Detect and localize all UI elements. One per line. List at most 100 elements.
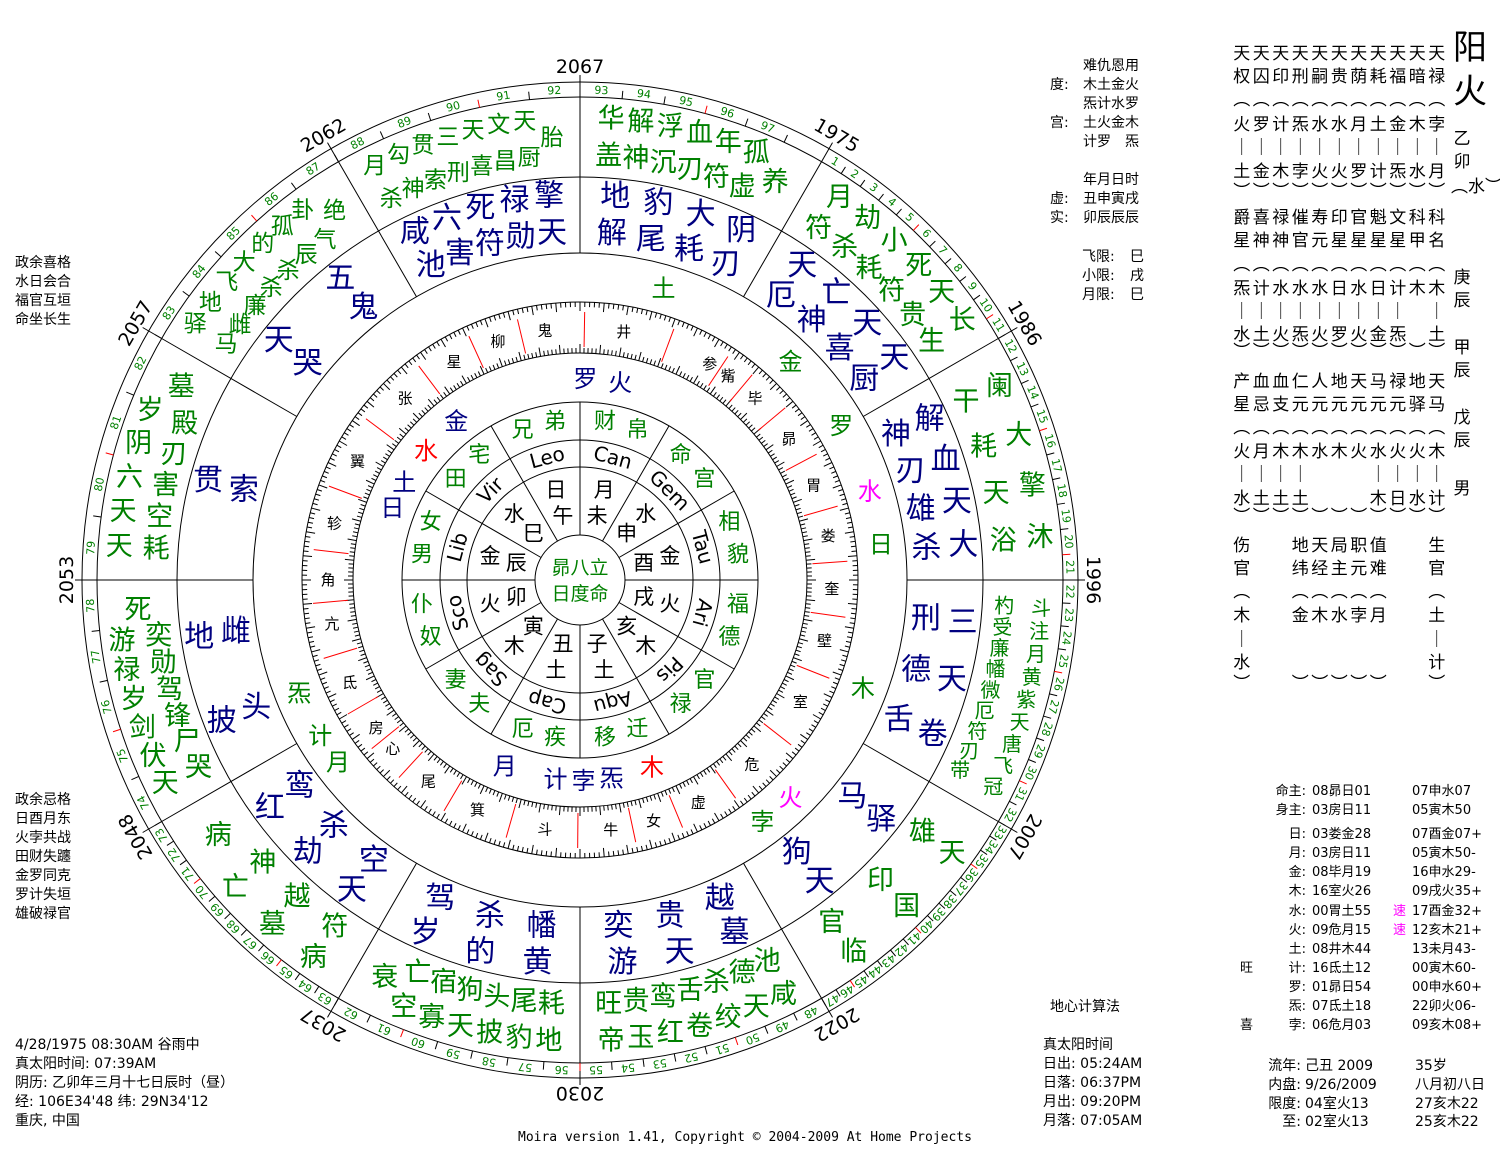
mansion-tick: [668, 788, 672, 794]
age-number: 78: [84, 598, 98, 613]
star-table-cell: [1330, 465, 1350, 485]
palace-star-green: 天: [743, 992, 770, 1023]
mansion-tick: [758, 369, 763, 375]
age-tick: [938, 902, 946, 909]
age-tick: [290, 182, 297, 190]
star-table-cell: 职: [1350, 536, 1368, 556]
star-table-cell: 元: [1311, 231, 1329, 251]
mansion-tick: [851, 608, 857, 610]
mansion-boundary: [443, 780, 463, 812]
age-number: 13: [1013, 360, 1031, 378]
planet-label: 计:: [1288, 961, 1306, 976]
star-table-cell: ︵: [1369, 418, 1387, 438]
palace-name: 妻: [445, 668, 467, 693]
palace-star-green: 神: [402, 176, 425, 202]
mansion-tick: [747, 360, 752, 366]
mansion-tick: [823, 453, 828, 457]
age-tick: [1039, 427, 1048, 432]
age-tick: [334, 154, 339, 162]
palace-name: 男: [411, 542, 433, 567]
mansion-tick: [477, 783, 481, 789]
mansion-tick: [303, 555, 313, 558]
age-tick: [182, 290, 190, 297]
mansion-tick: [682, 373, 686, 378]
mansion-tick: [322, 475, 328, 479]
month-pillar: 庚辰: [1453, 268, 1471, 311]
planet-position: 16室火26: [1312, 884, 1372, 899]
palace-star-green: 奕: [145, 620, 172, 651]
mansion-tick: [371, 679, 377, 683]
mansion-label: 奎: [824, 580, 839, 598]
palace-star-blue: 勋: [506, 220, 536, 255]
mansion-label: 尾: [421, 772, 436, 790]
mansion-boundary: [583, 312, 586, 348]
mansion-tick: [776, 461, 785, 467]
mansion-tick: [660, 363, 664, 369]
mansion-label: 虚: [691, 794, 706, 812]
mansion-tick: [444, 386, 451, 395]
mansion-tick: [796, 645, 803, 649]
age-tick: [895, 208, 902, 216]
notes-bottom: 政余忌格 日酉月东 火孛共战 田财失躔 金罗同克 罗计失垣 雄破禄官: [15, 791, 71, 924]
age-tick: [1009, 800, 1017, 806]
palace-star-green: 旺: [595, 989, 622, 1020]
star-table-cell: ｜: [1389, 138, 1407, 158]
mansion-tick: [709, 765, 716, 774]
palace-divider: [743, 161, 822, 298]
mansion-tick: [357, 412, 363, 417]
palace-star-green: 亡: [404, 957, 431, 988]
palace-star-green: 宿: [430, 967, 457, 998]
mansion-tick: [770, 453, 775, 457]
inner-divider: [490, 618, 558, 735]
palace-star-blue: 贯: [193, 463, 223, 498]
annual-value: 9/26/2009: [1305, 1077, 1377, 1093]
palace-star-green: 斗: [1031, 596, 1051, 620]
mansion-tick: [353, 527, 359, 530]
star-table-cell: 木: [1369, 489, 1387, 509]
earthly-branch: 寅: [523, 615, 544, 639]
palace-star-green: 浴: [990, 526, 1017, 557]
star-table-cell: 计: [1389, 279, 1407, 299]
mansion-tick: [380, 696, 386, 700]
mansion-tick: [617, 850, 620, 856]
mansion-tick: [626, 306, 629, 316]
mansion-tick: [521, 307, 524, 314]
star-table-cell: 寿: [1311, 208, 1329, 228]
mansion-tick: [703, 332, 707, 337]
palace-name: 德: [718, 625, 740, 650]
star-table-cell: ︵: [1291, 90, 1309, 110]
star-table-cell: [1408, 559, 1428, 579]
mansion-tick: [750, 728, 756, 733]
palace-star-green: 杀: [831, 232, 858, 263]
age-number: 26: [1051, 676, 1067, 692]
star-table-cell: ︵: [1369, 255, 1387, 275]
boundary-year: 1996: [1082, 556, 1104, 604]
palace-star-blue: 池: [416, 248, 446, 283]
mansion-tick: [849, 622, 855, 624]
age-tick: [1021, 379, 1029, 385]
mansion-tick: [418, 742, 423, 748]
mansion-tick: [386, 444, 395, 451]
annual-value: 己丑 2009: [1305, 1058, 1374, 1074]
star-table-cell: ︵: [1350, 418, 1368, 438]
mid-panel-label: 虚:: [1050, 191, 1069, 207]
mansion-tick: [407, 424, 412, 429]
age-number: 77: [89, 649, 104, 665]
palace-star-green: 亡: [222, 872, 249, 903]
star-table-cell: 爵: [1233, 208, 1251, 228]
palace-star-green: 紫: [1016, 688, 1036, 712]
age-tick: [400, 1029, 405, 1038]
mansion-tick: [840, 659, 846, 662]
mansion-tick: [390, 779, 395, 784]
mansion-tick: [834, 677, 840, 681]
palace-star-green: 头: [483, 981, 510, 1012]
star-table-cell: 名: [1428, 231, 1446, 251]
mansion-tick: [659, 314, 662, 320]
palace-star-green: 阑: [986, 371, 1013, 402]
mansion-tick: [303, 602, 313, 605]
palace-star-green: 廉: [990, 636, 1010, 660]
mansion-tick: [615, 350, 617, 356]
mansion-tick: [805, 551, 811, 553]
star-table-cell: ︶: [1428, 507, 1446, 527]
mansion-tick: [709, 386, 716, 395]
